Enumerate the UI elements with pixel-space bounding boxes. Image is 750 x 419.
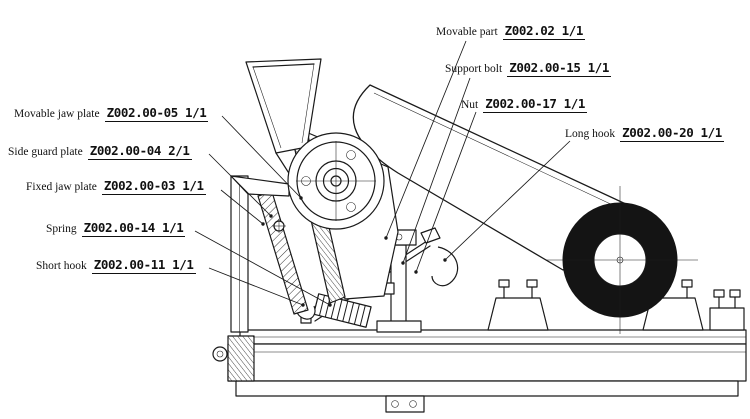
motor-base-block	[709, 289, 745, 331]
leader-fixed-jaw-plate	[220, 189, 264, 225]
part-code: Z002.00-17 1/1	[483, 96, 588, 113]
part-name: Side guard plate	[8, 146, 83, 158]
part-name: Spring	[46, 223, 77, 235]
base-frame	[212, 329, 747, 413]
leader-side-guard-plate	[208, 153, 272, 217]
bearing-pedestal-left	[487, 279, 549, 331]
part-code: Z002.00-05 1/1	[104, 105, 209, 122]
base-bracket	[385, 395, 425, 413]
long-hook-part	[431, 246, 459, 287]
nut-part	[420, 227, 441, 244]
part-code: Z002.00-11 1/1	[91, 257, 196, 274]
callout-fixed-jaw-plate: Fixed jaw plate Z002.00-03 1/1	[26, 178, 206, 195]
callout-nut: Nut Z002.00-17 1/1	[461, 96, 588, 113]
leader-support-bolt	[402, 77, 471, 264]
callout-movable-jaw-plate: Movable jaw plate Z002.00-05 1/1	[14, 105, 209, 122]
callout-spring: Spring Z002.00-14 1/1	[46, 220, 186, 237]
part-name: Long hook	[565, 128, 616, 140]
part-name: Fixed jaw plate	[26, 181, 97, 193]
part-name: Movable jaw plate	[14, 108, 100, 120]
lifting-pin	[212, 346, 228, 362]
leader-movable-part	[385, 40, 467, 239]
part-name: Short hook	[36, 260, 87, 272]
leader-short-hook	[208, 267, 304, 306]
leader-long-hook	[444, 140, 571, 261]
part-code: Z002.00-03 1/1	[101, 178, 206, 195]
callout-short-hook: Short hook Z002.00-11 1/1	[36, 257, 196, 274]
leader-spring	[194, 230, 331, 306]
part-code: Z002.00-14 1/1	[81, 220, 186, 237]
part-code: Z002.02 1/1	[502, 23, 586, 40]
leader-movable-jaw-plate	[221, 115, 302, 199]
pulley-wheel	[546, 186, 698, 334]
part-name: Support bolt	[445, 63, 503, 75]
leader-nut	[415, 111, 477, 273]
eccentric-shaft-hub	[287, 132, 385, 230]
callout-support-bolt: Support bolt Z002.00-15 1/1	[445, 60, 611, 77]
part-name: Movable part	[436, 26, 498, 38]
fixed-frame	[230, 175, 290, 333]
part-code: Z002.00-04 2/1	[87, 143, 192, 160]
callout-side-guard-plate: Side guard plate Z002.00-04 2/1	[8, 143, 192, 160]
spring-part	[313, 293, 372, 328]
leader-lines	[194, 40, 571, 307]
callout-movable-part: Movable part Z002.02 1/1	[436, 23, 586, 40]
part-code: Z002.00-20 1/1	[620, 125, 724, 142]
part-name: Nut	[461, 99, 479, 111]
callout-long-hook: Long hook Z002.00-20 1/1	[565, 125, 724, 142]
part-code: Z002.00-15 1/1	[507, 60, 611, 77]
